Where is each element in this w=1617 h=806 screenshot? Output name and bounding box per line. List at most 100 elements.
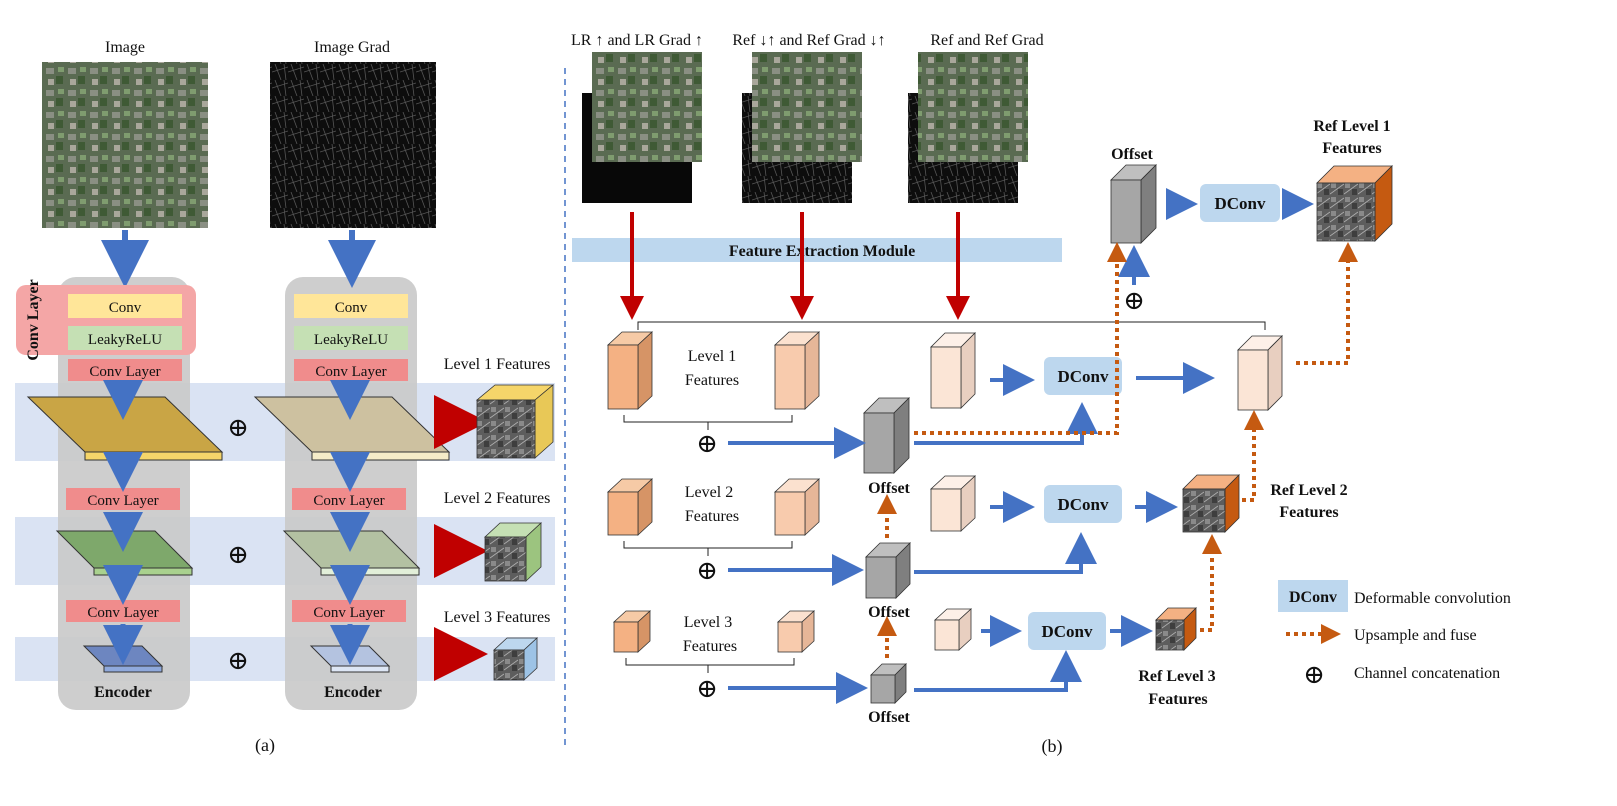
level2-slab-grad-edge [320, 567, 420, 576]
level3-bracket [625, 658, 795, 673]
fem-label: Feature Extraction Module [729, 243, 915, 260]
level2-label-line2: Features [685, 508, 739, 525]
level3-block-lr [612, 610, 652, 653]
conv-layer-3-image [66, 600, 180, 622]
conv-layer-3-grad-label: Conv Layer [313, 605, 384, 621]
orange-upsample-arrows [877, 242, 1358, 658]
ref-block-level1 [930, 332, 976, 409]
ref-level3-cube [1155, 607, 1197, 651]
level2-bracket [623, 541, 793, 556]
conv-layer-1-image [68, 359, 182, 381]
conv-layer-3-grad [292, 600, 406, 622]
legend: DConv Deformable convolution Upsample an… [1278, 580, 1511, 689]
level2-slab-image-edge [93, 567, 193, 576]
caption-a: (a) [255, 735, 275, 756]
dconv-level1-label: DConv [1057, 367, 1109, 386]
level1-bracket [623, 415, 793, 430]
output-block-level1 [1237, 335, 1283, 411]
offset-label-level2: Offset [868, 604, 910, 621]
ref-level2-label-line1: Ref Level 2 [1270, 482, 1347, 499]
concat-level1: ⊕ [227, 413, 249, 442]
ref-level1-cube [1316, 165, 1393, 242]
input-image [42, 62, 208, 228]
conv-layer-3-image-label: Conv Layer [87, 605, 158, 621]
concat-b-level1: ⊕ [696, 429, 718, 458]
ref-level1-label-line1: Ref Level 1 [1313, 118, 1390, 135]
conv-layer-1-grad-label: Conv Layer [315, 364, 386, 380]
level2-block-ref [773, 478, 821, 536]
legend-concat-key: ⊕ [1303, 660, 1325, 689]
offset-label-top: Offset [1111, 146, 1153, 163]
panel-a: Image Image Grad Conv Layer Conv LeakyRe… [15, 39, 555, 756]
dconv-level2-label: DConv [1057, 495, 1109, 514]
level3-feature-cube [492, 637, 539, 681]
input3-stack [908, 52, 1028, 203]
level1-features-label: Level 1 Features [444, 356, 551, 373]
dconv-top [1200, 184, 1280, 222]
dconv-top-label: DConv [1214, 194, 1266, 213]
level3-slab-grad-edge [330, 665, 390, 673]
ref-level2-label-line2: Features [1279, 504, 1338, 521]
input2-label: Ref ↓↑ and Ref Grad ↓↑ [732, 32, 885, 49]
ref-block-level2 [929, 475, 977, 532]
legend-concat-desc: Channel concatenation [1354, 665, 1500, 682]
panel-b: LR ↑ and LR Grad ↑ Ref ↓↑ and Ref Grad ↓… [571, 32, 1393, 757]
image-grad-label: Image Grad [314, 39, 390, 56]
level3-slab-image-edge [103, 665, 163, 673]
conv-layer-group-label: Conv Layer [25, 279, 42, 360]
feature-extraction-module [572, 238, 1062, 262]
leaky-label-grad: LeakyReLU [314, 332, 388, 348]
encoder-label-image: Encoder [94, 684, 152, 701]
offset-block-level2 [865, 542, 911, 599]
level1-block-lr [606, 331, 654, 410]
leaky-box-image [68, 326, 182, 350]
ref-level3-label-line2: Features [1148, 691, 1207, 708]
image-label: Image [105, 39, 145, 56]
offset-label-level3: Offset [868, 709, 910, 726]
level2-features-label: Level 2 Features [444, 490, 551, 507]
input1-label: LR ↑ and LR Grad ↑ [571, 32, 703, 49]
blue-flow-arrows [728, 188, 1314, 704]
level1-block-ref [773, 331, 821, 410]
level1-slab-image-edge [84, 451, 223, 461]
conv-box-image [68, 294, 182, 318]
conv-label-image: Conv [109, 300, 142, 316]
input-image-grad [270, 62, 436, 228]
conv-label-grad: Conv [335, 300, 368, 316]
ref-level3-label-line1: Ref Level 3 [1138, 668, 1215, 685]
caption-b: (b) [1042, 736, 1063, 757]
conv-layer-1-image-label: Conv Layer [89, 364, 160, 380]
encoder-label-grad: Encoder [324, 684, 382, 701]
ref-block-level3 [933, 608, 973, 651]
offset-block-top [1110, 164, 1157, 244]
offset-label-level1: Offset [868, 480, 910, 497]
offset-block-level1 [863, 397, 910, 474]
legend-dconv-key-label: DConv [1289, 589, 1337, 606]
leaky-box-grad [294, 326, 408, 350]
conv-layer-2-image [66, 488, 180, 510]
conv-layer-2-grad-label: Conv Layer [313, 493, 384, 509]
dconv-level3-label: DConv [1041, 622, 1093, 641]
concat-level3: ⊕ [227, 646, 249, 675]
level3-label-line2: Features [683, 638, 737, 655]
legend-dconv-key [1278, 580, 1348, 612]
top-bracket [637, 321, 1266, 330]
offset-block-level3 [870, 663, 907, 704]
conv-box-grad [294, 294, 408, 318]
level2-label-line1: Level 2 [685, 484, 733, 501]
level1-feature-cube [475, 384, 555, 459]
level3-features-label: Level 3 Features [444, 609, 551, 626]
conv-layer-2-image-label: Conv Layer [87, 493, 158, 509]
leaky-label-image: LeakyReLU [88, 332, 162, 348]
level1-slab-grad-edge [311, 451, 450, 461]
concat-level2: ⊕ [227, 540, 249, 569]
dconv-level3 [1028, 612, 1106, 650]
level2-feature-cube [483, 522, 543, 582]
input3-label: Ref and Ref Grad [930, 32, 1043, 49]
legend-dconv-desc: Deformable convolution [1354, 590, 1511, 607]
concat-b-level2: ⊕ [696, 556, 718, 585]
input1-stack [582, 52, 702, 203]
dconv-level1 [1044, 357, 1122, 395]
